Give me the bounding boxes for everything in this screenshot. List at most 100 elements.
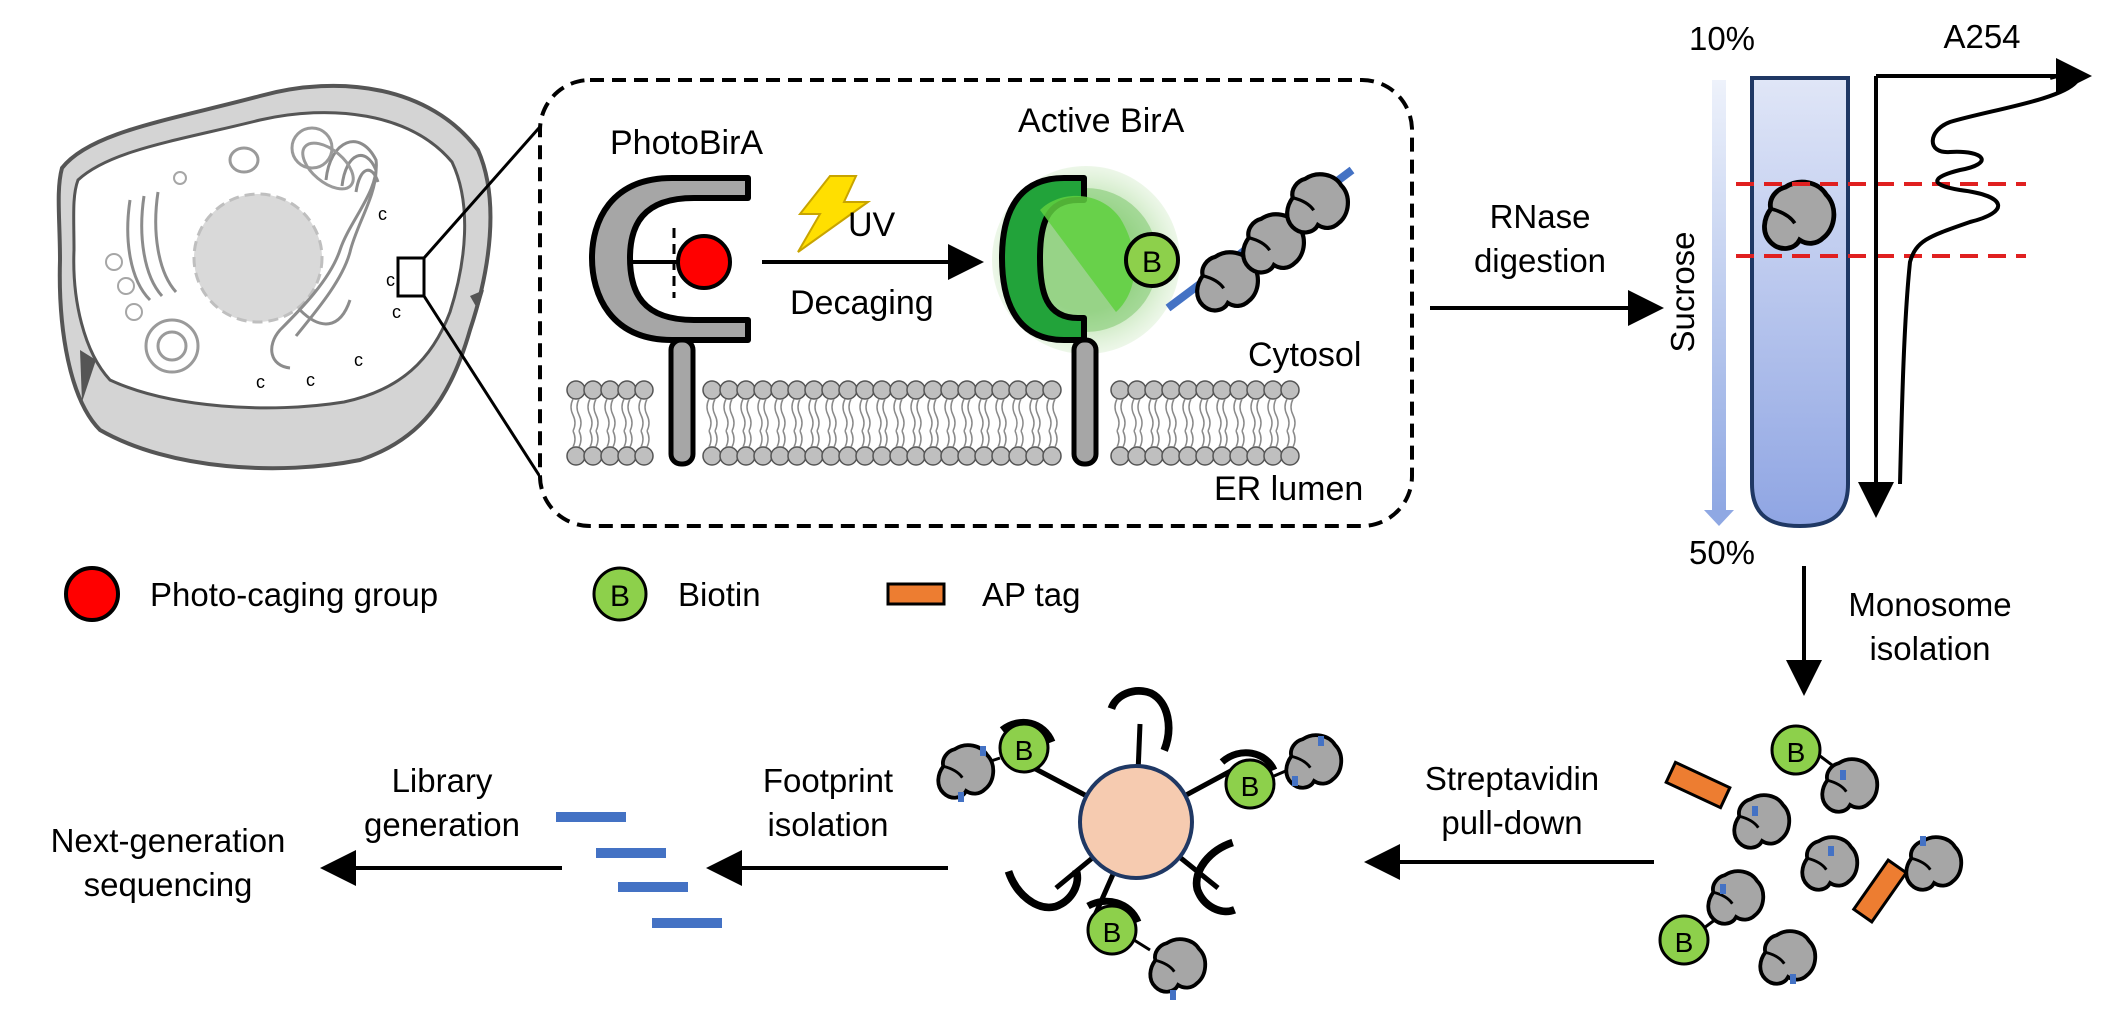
lipid-head: [1127, 380, 1147, 400]
lipid-head: [1025, 446, 1045, 466]
lipid-tail: [1199, 398, 1211, 448]
lipid-tail: [944, 398, 956, 448]
legend-photo-caging-label: Photo-caging group: [150, 576, 438, 613]
lipid-head: [1008, 446, 1028, 466]
lipid-head: [702, 380, 722, 400]
footprint-label-line1: Footprint: [763, 762, 893, 799]
monosome-label-line1: Monosome: [1848, 586, 2011, 623]
lipid-head: [940, 446, 960, 466]
lipid-tail: [1029, 398, 1041, 448]
lipid-tail: [961, 398, 973, 448]
lipid-head: [753, 446, 773, 466]
library-label-line2: generation: [364, 806, 520, 843]
lipid-head: [923, 380, 943, 400]
lipid-head: [872, 446, 892, 466]
lipid-head: [787, 380, 807, 400]
lipid-tail: [927, 398, 939, 448]
svg-text:c: c: [392, 302, 401, 322]
lipid-head: [974, 380, 994, 400]
sucrose-gradient: 10% 50% Sucrose A254: [1664, 18, 2092, 571]
lipid-tail: [1046, 398, 1058, 448]
lipid-tail: [978, 398, 990, 448]
photobira-label: PhotoBirA: [610, 124, 763, 162]
uv-label: UV: [848, 206, 896, 244]
svg-text:c: c: [354, 350, 363, 370]
lipid-head: [1246, 380, 1266, 400]
lipid-head: [566, 380, 586, 400]
legend-biotin-letter: B: [610, 580, 630, 613]
lipid-tail: [876, 398, 888, 448]
lipid-tail: [757, 398, 769, 448]
monosome-step: Monosome isolation: [1786, 566, 2012, 696]
svg-text:B: B: [1015, 735, 1034, 766]
lipid-head: [821, 380, 841, 400]
lipid-tail: [910, 398, 922, 448]
lipid-head: [906, 446, 926, 466]
lipid-head: [889, 380, 909, 400]
streptavidin-bead: B B B: [936, 691, 1344, 1000]
lipid-head: [566, 446, 586, 466]
svg-text:B: B: [1103, 917, 1122, 948]
lipid-head: [957, 446, 977, 466]
rnase-label-line1: RNase: [1490, 198, 1591, 235]
active-bira: B: [992, 166, 1180, 467]
er-lumen-label: ER lumen: [1214, 470, 1363, 508]
lipid-head: [1042, 380, 1062, 400]
lipid-head: [736, 380, 756, 400]
lipid-head: [770, 380, 790, 400]
lipid-tail: [604, 398, 616, 448]
lipid-tail: [825, 398, 837, 448]
lipid-tail: [842, 398, 854, 448]
lipid-head: [1127, 446, 1147, 466]
lipid-head: [1212, 446, 1232, 466]
lipid-tail: [570, 398, 582, 448]
lipid-tail: [995, 398, 1007, 448]
lipid-head: [1042, 446, 1062, 466]
decaging-label: Decaging: [790, 284, 934, 322]
svg-text:B: B: [1241, 771, 1260, 802]
lipid-head: [634, 380, 654, 400]
lipid-head: [583, 446, 603, 466]
lipid-tail: [808, 398, 820, 448]
lipid-tail: [791, 398, 803, 448]
percent-bottom-label: 50%: [1689, 534, 1755, 571]
polysome: [1165, 166, 1355, 310]
lipid-head: [1229, 380, 1249, 400]
lipid-head: [1229, 446, 1249, 466]
streptavidin-label-line1: Streptavidin: [1425, 760, 1599, 797]
svg-text:c: c: [306, 370, 315, 390]
footprint-fragments: [556, 812, 722, 928]
zoom-box: [396, 256, 426, 298]
er-membrane: [566, 380, 1300, 466]
lipid-head: [1144, 446, 1164, 466]
lipid-head: [974, 446, 994, 466]
lipid-head: [1110, 380, 1130, 400]
lipid-head: [600, 380, 620, 400]
monosome-cluster: B B: [1658, 724, 1964, 986]
lipid-tail: [1233, 398, 1245, 448]
lipid-tail: [740, 398, 752, 448]
biotin-letter: B: [1142, 246, 1162, 279]
ngs-label-line1: Next-generation: [51, 822, 286, 859]
lipid-head: [1246, 446, 1266, 466]
biotin-circle-icon: [592, 566, 648, 622]
nucleus: [192, 192, 324, 324]
lipid-head: [838, 380, 858, 400]
lipid-head: [702, 446, 722, 466]
svg-text:B: B: [1787, 737, 1806, 768]
lipid-head: [872, 380, 892, 400]
lipid-head: [1144, 380, 1164, 400]
library-label-line1: Library: [392, 762, 493, 799]
lipid-head: [1280, 380, 1300, 400]
lipid-head: [889, 446, 909, 466]
lipid-head: [634, 446, 654, 466]
lipid-head: [753, 380, 773, 400]
svg-text:c: c: [256, 372, 265, 392]
photobira-caged: [589, 175, 751, 467]
rnase-label-line2: digestion: [1474, 242, 1606, 279]
lipid-tail: [621, 398, 633, 448]
orange-bar-icon: [886, 582, 946, 606]
lipid-head: [804, 446, 824, 466]
lipid-head: [736, 446, 756, 466]
